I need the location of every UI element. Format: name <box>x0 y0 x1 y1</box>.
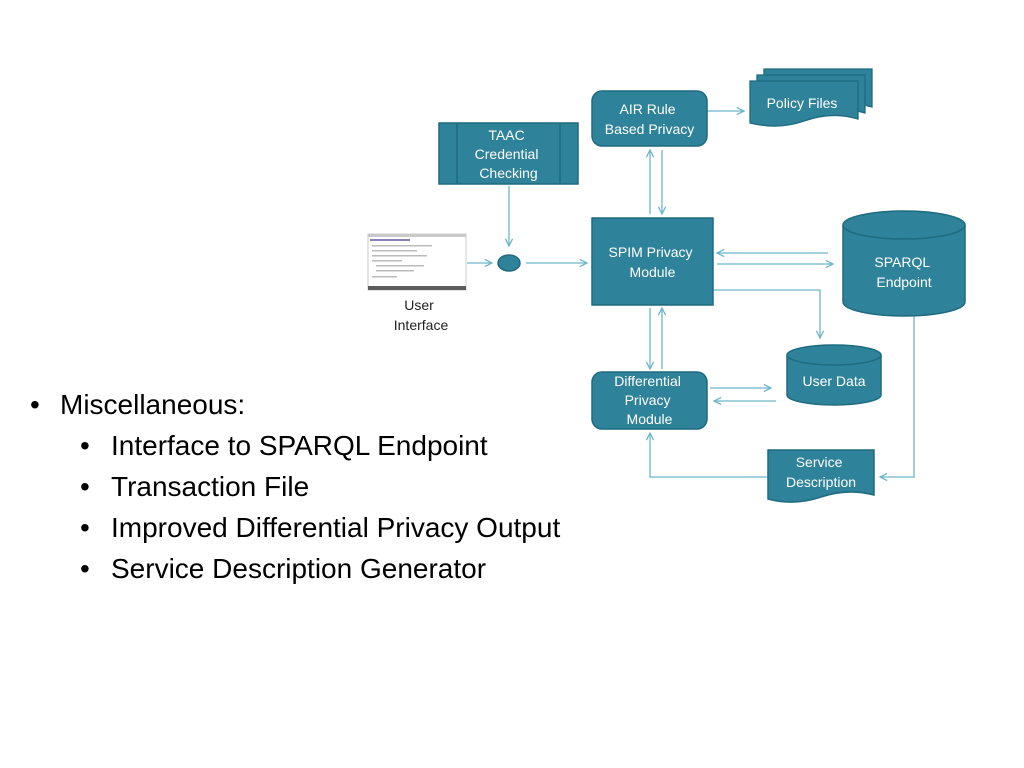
bullet-dot: • <box>80 553 90 584</box>
node-air-rule: AIR Rule Based Privacy <box>591 90 708 147</box>
bullet-dot: • <box>30 389 40 420</box>
bullet-list: • Miscellaneous: • Interface to SPARQL E… <box>28 384 568 589</box>
air-line-1: AIR Rule <box>620 101 676 117</box>
node-spim: SPIM Privacy Module <box>591 217 714 306</box>
bullet-item-miscellaneous: • Miscellaneous: <box>28 384 568 425</box>
bullet-text: Service Description Generator <box>111 553 487 584</box>
service-line-2: Description <box>786 474 856 490</box>
node-sparql-endpoint: SPARQL Endpoint <box>842 210 966 317</box>
sparql-line-2: Endpoint <box>876 274 931 290</box>
svg-text:SPIM Privacy Module: SPIM Privacy Module <box>609 244 697 280</box>
user-interface-label: User Interface <box>394 297 449 333</box>
node-user-data: User Data <box>786 344 882 406</box>
diff-line-1: Differential <box>614 373 681 389</box>
bullet-text: Improved Differential Privacy Output <box>111 512 561 543</box>
user-interface-thumbnail <box>367 233 467 291</box>
arrow-sparql-to-service <box>880 316 915 477</box>
diff-line-3: Module <box>627 411 673 427</box>
node-policy-files: Policy Files <box>749 68 873 127</box>
svg-text:Service Description: Service Description <box>786 454 856 490</box>
taac-line-3: Checking <box>479 165 537 181</box>
connectors <box>467 111 915 478</box>
bullet-item-transaction-file: • Transaction File <box>78 466 568 507</box>
sparql-line-1: SPARQL <box>874 254 930 270</box>
svg-text:AIR Rule Based Privacy: AIR Rule Based Privacy <box>605 101 694 137</box>
svg-text:Policy Files: Policy Files <box>767 95 838 111</box>
diff-line-2: Privacy <box>625 392 671 408</box>
spim-line-2: Module <box>630 264 676 280</box>
service-line-1: Service <box>796 454 843 470</box>
node-service-description: Service Description <box>767 449 875 503</box>
svg-text:SPARQL Endpoint: SPARQL Endpoint <box>874 254 933 290</box>
bullet-dot: • <box>80 471 90 502</box>
bullet-text: Interface to SPARQL Endpoint <box>111 430 488 461</box>
bullet-item-improved-differential-privacy: • Improved Differential Privacy Output <box>78 507 568 548</box>
policy-files-label: Policy Files <box>767 95 838 111</box>
air-line-2: Based Privacy <box>605 121 694 137</box>
bullet-item-sparql-interface: • Interface to SPARQL Endpoint <box>78 425 568 466</box>
bullet-dot: • <box>80 512 90 543</box>
junction-node <box>497 254 521 272</box>
taac-line-1: TAAC <box>488 127 524 143</box>
svg-text:User Data: User Data <box>802 373 865 389</box>
svg-text:Differential Privacy: Differential Privacy Module <box>614 373 685 427</box>
node-taac: TAAC Credential Checking <box>438 122 579 185</box>
taac-line-2: Credential <box>475 146 539 162</box>
bullet-dot: • <box>80 430 90 461</box>
node-differential-privacy: Differential Privacy Module <box>591 371 708 430</box>
bullet-item-service-description-generator: • Service Description Generator <box>78 548 568 589</box>
arrow-spim-to-user-data <box>713 289 820 338</box>
arrow-service-to-diff <box>650 433 770 478</box>
user-data-label: User Data <box>802 373 865 389</box>
bullet-text: Miscellaneous: <box>60 389 246 420</box>
spim-line-1: SPIM Privacy <box>609 244 693 260</box>
bullet-text: Transaction File <box>111 471 310 502</box>
svg-text:TAAC Credential Ch: TAAC Credential Checking <box>475 127 543 181</box>
